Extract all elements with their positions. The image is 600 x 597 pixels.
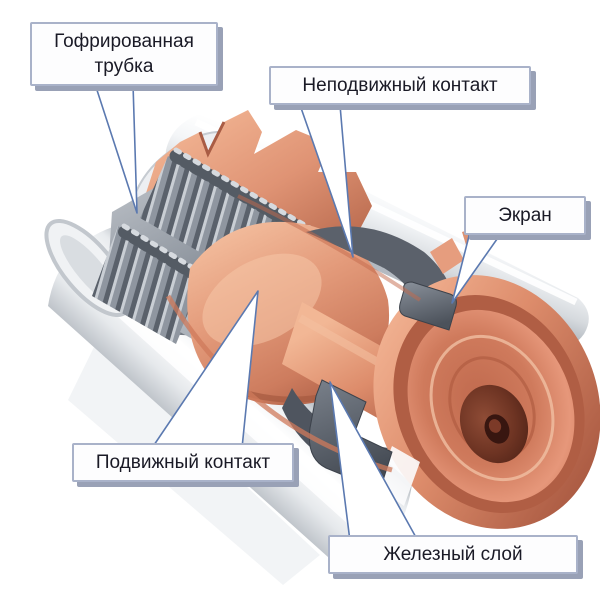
corrugated-bellows-lower xyxy=(92,223,206,344)
callout-corrugated-tube-label: Гофрированная трубка xyxy=(54,31,194,78)
callout-corrugated-tube: Гофрированная трубка xyxy=(30,22,218,87)
callout-screen-label: Экран xyxy=(498,205,552,226)
callout-iron-layer: Железный слой xyxy=(328,535,578,575)
callout-screen: Экран xyxy=(464,196,586,236)
copper-notch-line xyxy=(198,121,226,158)
leader-corrugated-tube xyxy=(94,83,138,214)
callout-moving-contact: Подвижный контакт xyxy=(72,443,294,483)
callout-fixed-contact-label: Неподвижный контакт xyxy=(302,75,498,96)
callout-moving-contact-label: Подвижный контакт xyxy=(95,452,271,473)
shaft-end-disc xyxy=(459,384,529,464)
callout-iron-layer-label: Железный слой xyxy=(383,544,523,565)
callout-fixed-contact: Неподвижный контакт xyxy=(269,66,531,106)
